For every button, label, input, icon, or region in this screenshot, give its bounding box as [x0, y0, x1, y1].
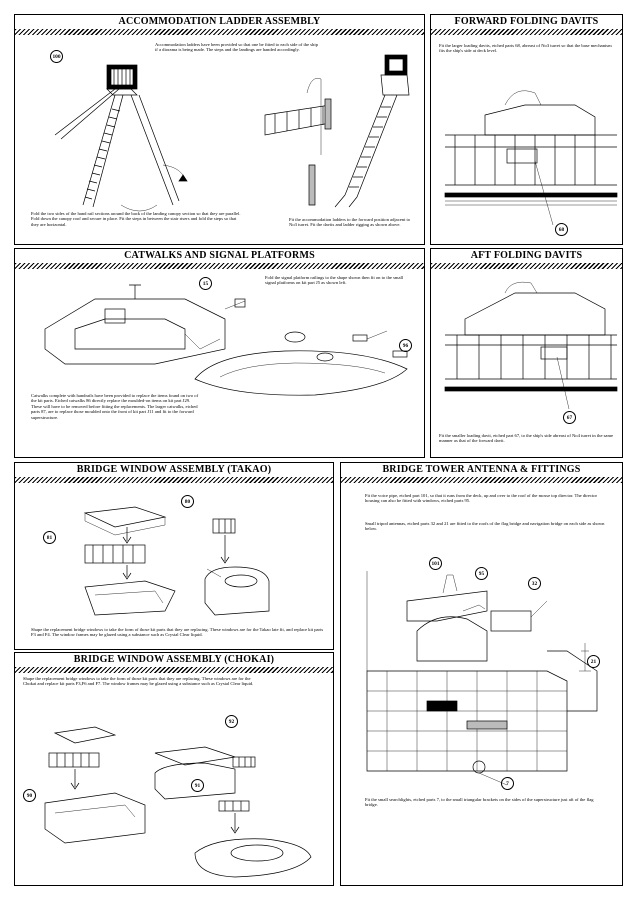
instruction-text: Fit the accommodation ladders to the for… — [289, 217, 411, 228]
hatched-divider — [431, 263, 622, 269]
callout-32: 32 — [528, 577, 541, 590]
section-title: AFT FOLDING DAVITS — [470, 250, 583, 261]
bridge-tower-drawing — [366, 571, 598, 786]
callout-100: 100 — [50, 50, 63, 63]
callout-68: 68 — [555, 223, 568, 236]
instruction-text: Catwalks complete with handrails have be… — [31, 393, 199, 420]
section-title: BRIDGE WINDOW ASSEMBLY (CHOKAI) — [73, 654, 275, 665]
instruction-text: Fold the two sides of the hand rail sect… — [31, 211, 241, 227]
hatched-divider — [15, 29, 424, 35]
section-title: CATWALKS AND SIGNAL PLATFORMS — [124, 250, 315, 261]
instruction-text: Small tripod antennas, etched parts 32 a… — [365, 521, 605, 532]
callout-96: 96 — [399, 339, 412, 352]
callout-95: 95 — [475, 567, 488, 580]
catwalk-drawing — [44, 284, 408, 396]
callout-91: 91 — [191, 779, 204, 792]
bridge-chokai-panel: BRIDGE WINDOW ASSEMBLY (CHOKAI) Shape th… — [14, 652, 334, 886]
takao-bridge-drawing — [83, 506, 270, 616]
section-title: FORWARD FOLDING DAVITS — [454, 16, 599, 27]
hatched-divider — [431, 29, 622, 35]
instruction-text: Shape the replacement bridge windows to … — [31, 627, 324, 638]
ladder-drawing — [54, 54, 410, 212]
instruction-text: Fold the signal platform railings to the… — [265, 275, 404, 286]
instruction-text: Fit the small searchlights, etched parts… — [365, 797, 594, 808]
forward-davit-drawing — [444, 90, 618, 226]
chokai-bridge-drawing — [44, 726, 312, 878]
bridge-tower-panel: BRIDGE TOWER ANTENNA & FITTINGS Fit the … — [340, 462, 623, 886]
hatched-divider — [15, 667, 333, 673]
aft-davits-panel: AFT FOLDING DAVITS 67 Fit the smaller lo… — [430, 248, 623, 458]
instruction-text: Shape the replacement bridge windows to … — [23, 676, 254, 687]
callout-101: 101 — [429, 557, 442, 570]
section-title: BRIDGE TOWER ANTENNA & FITTINGS — [382, 464, 581, 475]
hatched-divider — [15, 477, 333, 483]
callout-15: 15 — [199, 277, 212, 290]
catwalks-panel: CATWALKS AND SIGNAL PLATFORMS Fold the s… — [14, 248, 425, 458]
callout-90: 90 — [23, 789, 36, 802]
callout-21: 21 — [587, 655, 600, 668]
bridge-takao-panel: BRIDGE WINDOW ASSEMBLY (TAKAO) 81 80 Sha… — [14, 462, 334, 650]
callout-67: 67 — [563, 411, 576, 424]
hatched-divider — [341, 477, 622, 483]
instruction-text: Fit the larger loading davits, etched pa… — [439, 43, 612, 54]
callout-92: 92 — [225, 715, 238, 728]
callout-7: 7 — [501, 777, 514, 790]
callout-81: 81 — [43, 531, 56, 544]
instruction-text: Fit the smaller loading davit, etched pa… — [439, 433, 614, 444]
accommodation-ladder-panel: ACCOMMODATION LADDER ASSEMBLY 100 Accomm… — [14, 14, 425, 245]
instruction-text: Fit the voice pipe, etched part 101, so … — [365, 493, 598, 504]
callout-80: 80 — [181, 495, 194, 508]
hatched-divider — [15, 263, 424, 269]
aft-davit-drawing — [444, 281, 618, 410]
section-title: BRIDGE WINDOW ASSEMBLY (TAKAO) — [76, 464, 272, 475]
section-title: ACCOMMODATION LADDER ASSEMBLY — [118, 16, 321, 27]
forward-davits-panel: FORWARD FOLDING DAVITS Fit the larger lo… — [430, 14, 623, 245]
instruction-text: Accommodation ladders have been provided… — [155, 42, 318, 53]
